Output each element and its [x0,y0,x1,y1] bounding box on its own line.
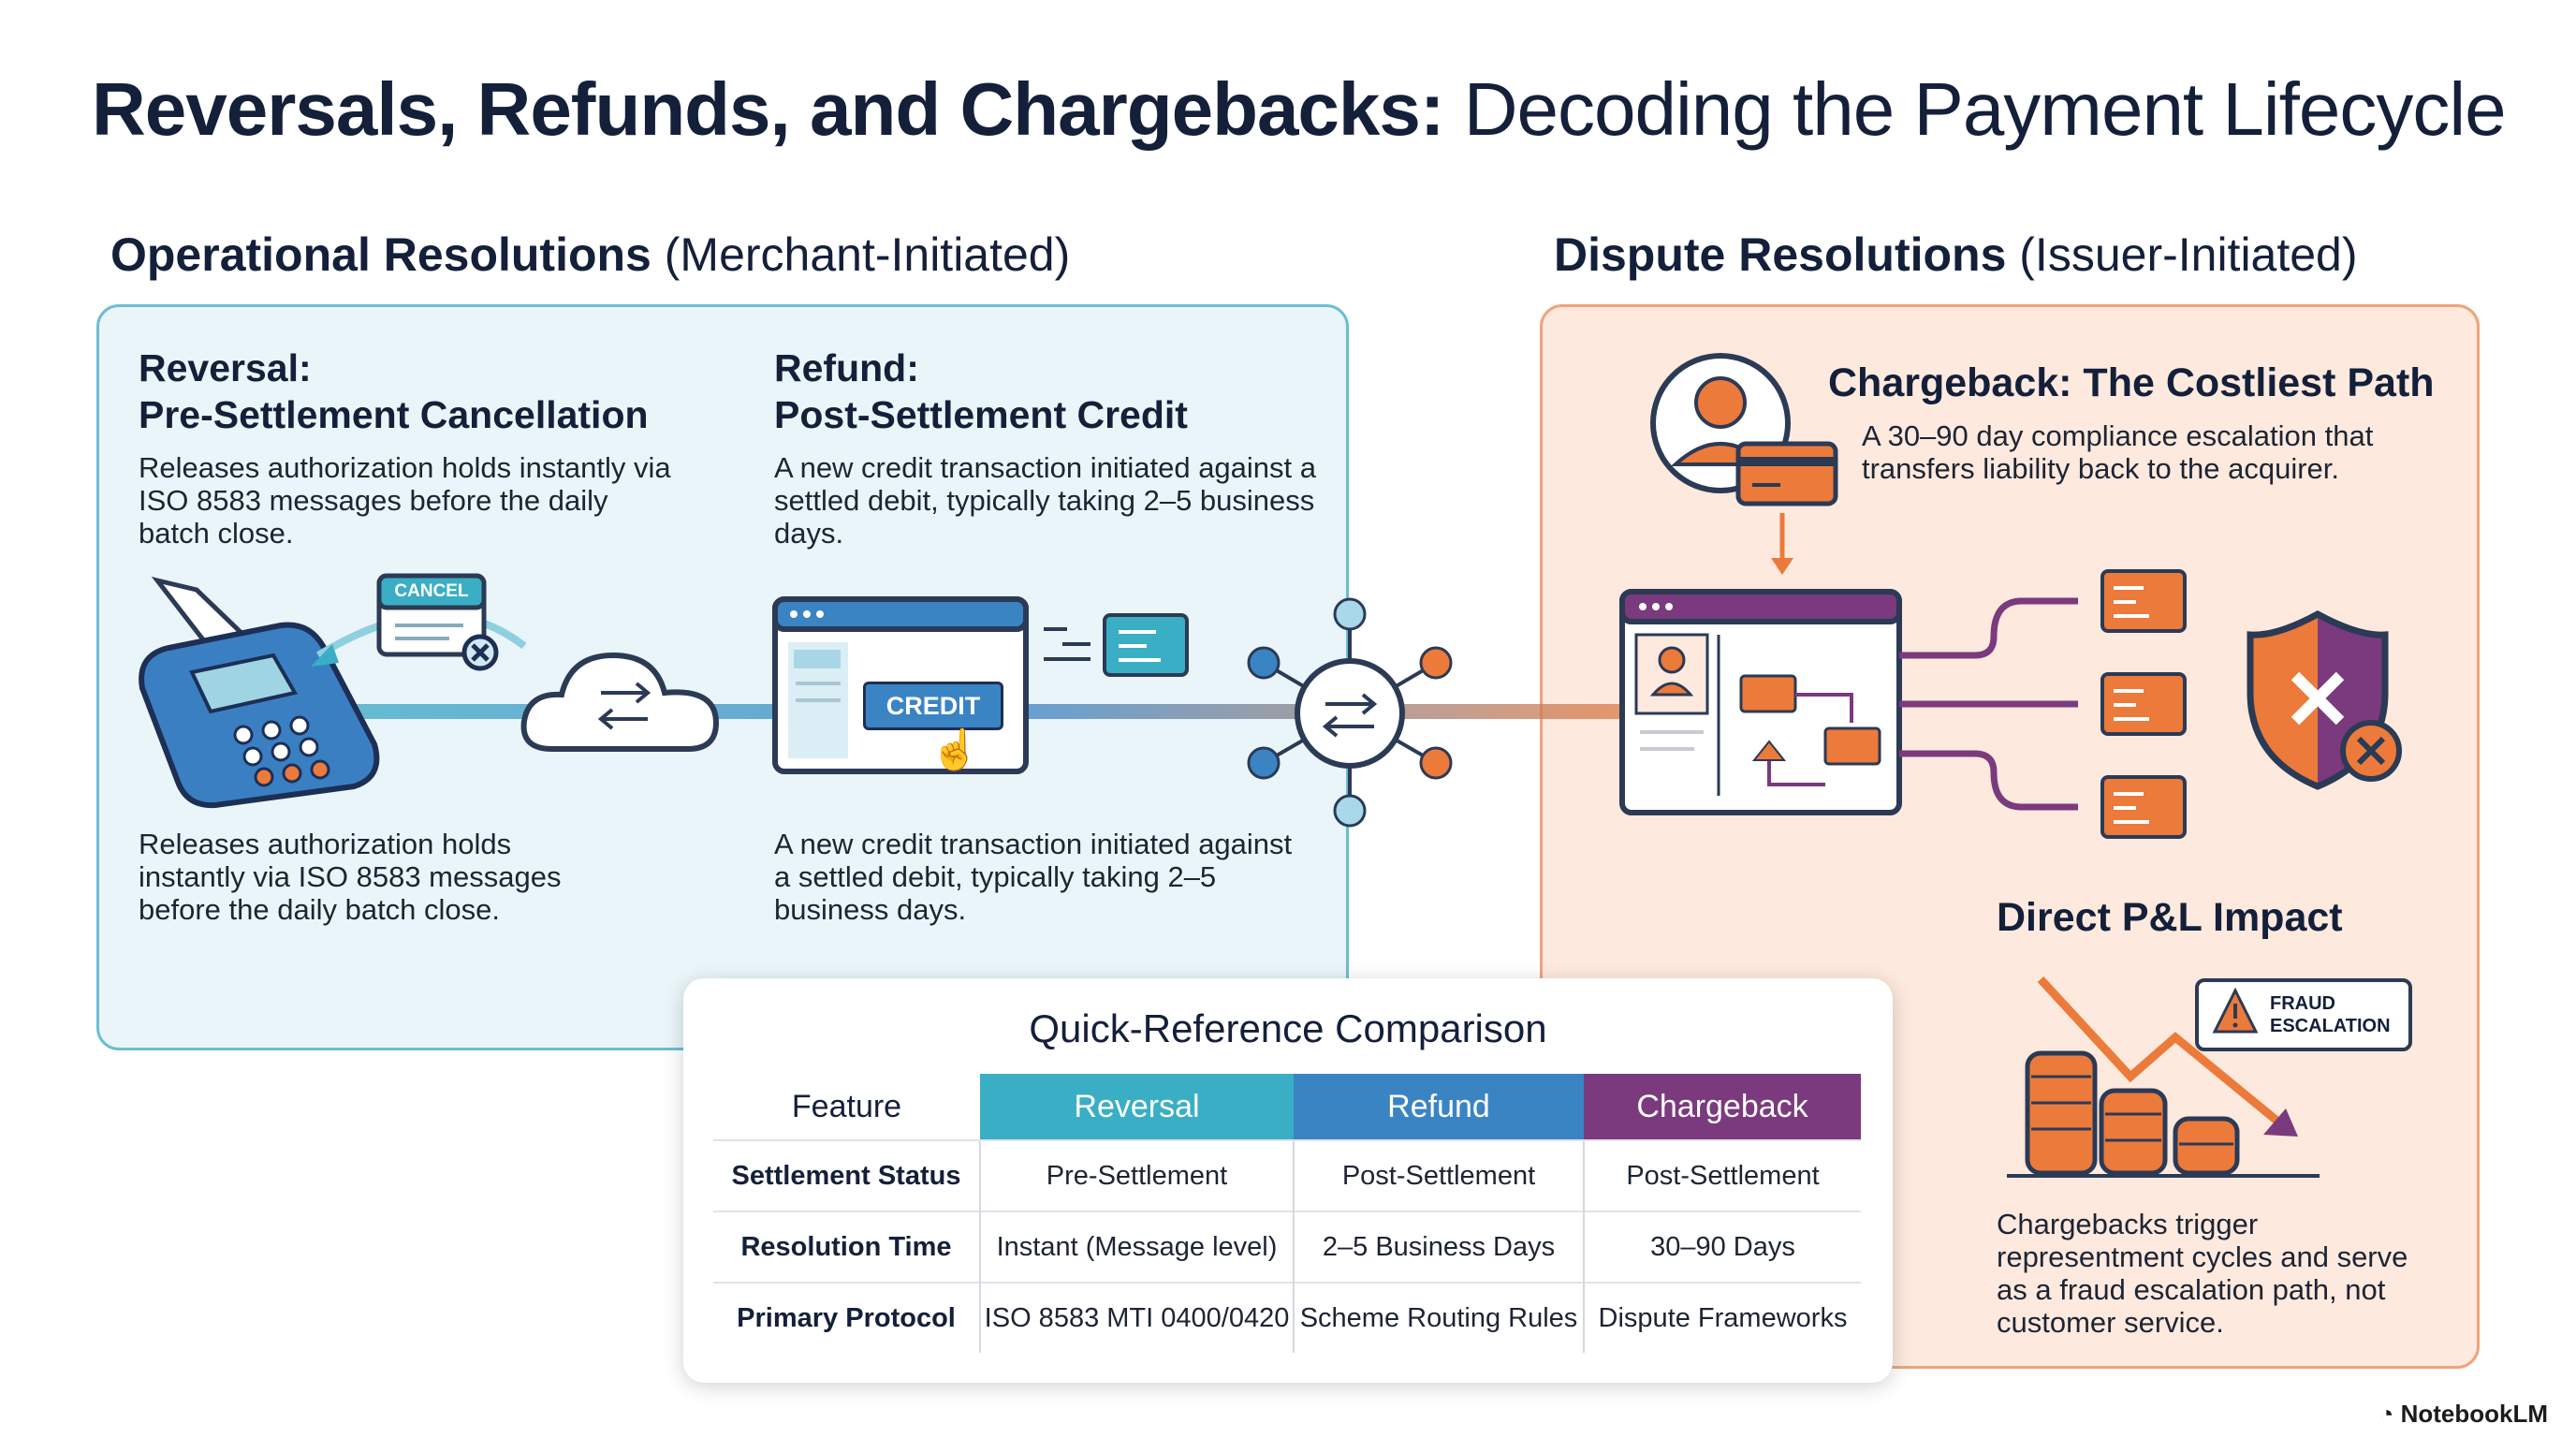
table-row: Settlement Status Pre-Settlement Post-Se… [713,1139,1861,1211]
operational-heading: Operational Resolutions (Merchant-Initia… [110,228,1071,281]
refund-title: Refund: Post-Settlement Credit [774,346,1188,436]
chargeback-title: Chargeback: The Costliest Path [1828,360,2435,405]
comparison-table: Feature Reversal Refund Chargeback Settl… [713,1074,1861,1353]
table-row: Resolution Time Instant (Message level) … [713,1211,1861,1283]
header-feature: Feature [791,1088,902,1124]
table-row: Primary Protocol ISO 8583 MTI 0400/0420 … [713,1282,1861,1353]
notebooklm-logo: ◔ NotebookLM [2378,1400,2548,1428]
notebooklm-icon: ◔ [2378,1400,2401,1428]
reversal-description-bottom: Releases authorization holds instantly v… [139,828,562,926]
comparison-title: Quick-Reference Comparison [1029,1006,1547,1050]
reversal-title: Reversal: Pre-Settlement Cancellation [139,346,649,436]
dispute-heading: Dispute Resolutions (Issuer-Initiated) [1554,228,2358,281]
fraud-badge-label: FRAUD ESCALATION [2270,993,2391,1036]
header-refund: Refund [1294,1074,1584,1140]
pointer-hand-icon: ☝ [930,727,980,771]
refund-description: A new credit transaction initiated again… [774,451,1317,550]
credit-button[interactable]: CREDIT [863,682,1003,730]
page-title: Reversals, Refunds, and Chargebacks: Dec… [92,67,2507,151]
comparison-card: Quick-Reference Comparison Feature Rever… [683,978,1893,1383]
pl-impact-title: Direct P&L Impact [1997,895,2343,940]
refund-description-bottom: A new credit transaction initiated again… [774,828,1293,926]
header-reversal: Reversal [980,1074,1294,1140]
reversal-description: Releases authorization holds instantly v… [139,451,671,550]
cancel-tag-label: CANCEL [394,581,469,601]
header-chargeback: Chargeback [1584,1074,1861,1140]
chargeback-description: A 30–90 day compliance escalation that t… [1862,419,2374,485]
pl-impact-description: Chargebacks trigger representment cycles… [1997,1208,2408,1339]
